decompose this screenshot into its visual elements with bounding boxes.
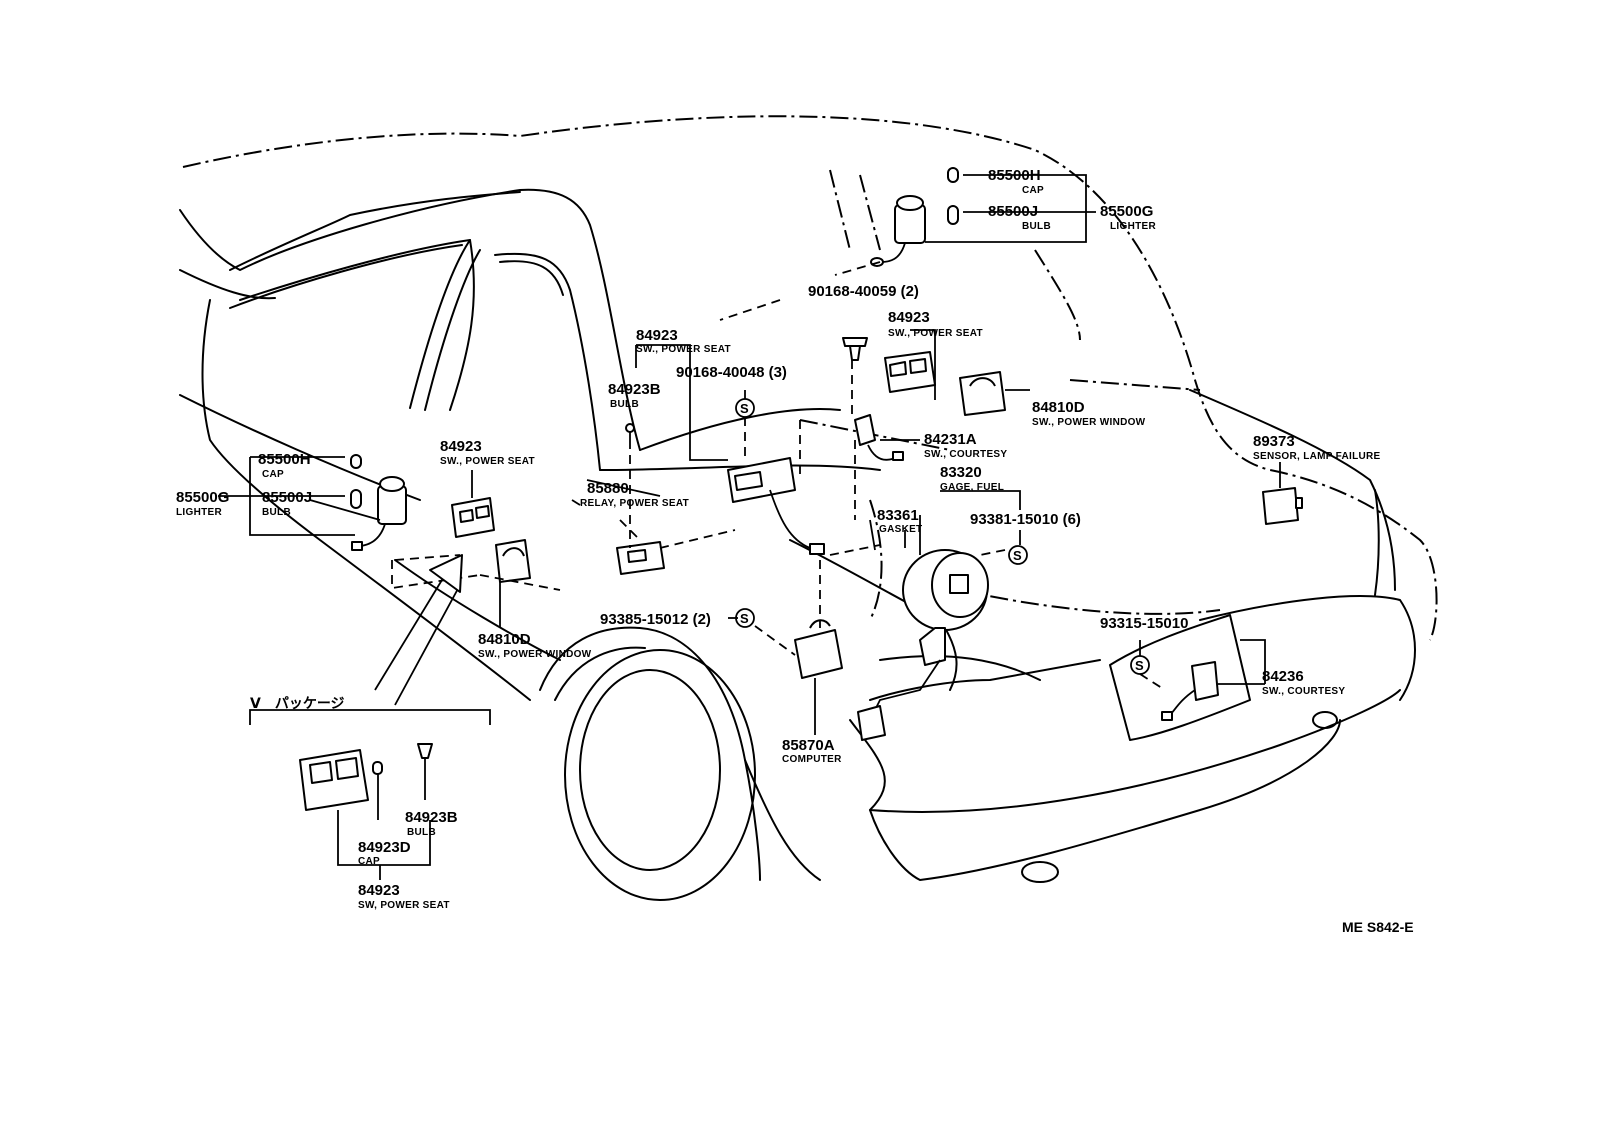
label-85500J-top-name: BULB <box>1022 221 1051 232</box>
fastener-symbol-3: S <box>1013 548 1022 563</box>
label-84923B-pkg-number: 84923B <box>405 809 458 826</box>
label-83320-number: 83320 <box>940 464 982 481</box>
leader-lines <box>218 174 1281 880</box>
label-85500H-top-number: 85500H <box>988 167 1041 184</box>
cap-top <box>947 167 959 183</box>
label-84923D-pkg-name: CAP <box>358 856 380 867</box>
label-84923-mid-name: SW., POWER SEAT <box>636 344 731 355</box>
label-85500J-left-number: 85500J <box>262 489 312 506</box>
label-83361-name: GASKET <box>879 524 922 535</box>
label-84236-number: 84236 <box>1262 668 1304 685</box>
label-85870A-number: 85870A <box>782 737 835 754</box>
label-85500J-left-name: BULB <box>262 507 291 518</box>
label-84231A-number: 84231A <box>924 431 977 448</box>
bulb-84923B-pkg <box>417 743 433 759</box>
part-labels: 85500H CAP 85500J BULB 85500G LIGHTER 90… <box>176 167 1414 935</box>
label-84923-mid-number: 84923 <box>636 327 678 344</box>
label-84923-pkg-name: SW, POWER SEAT <box>358 900 450 911</box>
label-85500G-top-number: 85500G <box>1100 203 1153 220</box>
label-93315-15010: 93315-15010 <box>1100 615 1188 632</box>
fastener-symbol-2: S <box>740 611 749 626</box>
fastener-symbols: S S S S <box>740 401 1144 673</box>
label-85500G-top-name: LIGHTER <box>1110 221 1156 232</box>
label-90168-40048: 90168-40048 (3) <box>676 364 787 381</box>
fastener-symbol-1: S <box>740 401 749 416</box>
bulb-top <box>947 205 959 225</box>
label-84923-rear-number: 84923 <box>888 309 930 326</box>
label-93381-15010: 93381-15010 (6) <box>970 511 1081 528</box>
power-window-switch-front <box>495 539 531 583</box>
label-84810D-front-number: 84810D <box>478 631 531 648</box>
label-84923-pkg-number: 84923 <box>358 882 400 899</box>
lamp-failure-sensor <box>1262 487 1299 525</box>
courtesy-switch-84236 <box>1191 661 1219 701</box>
label-85500G-left-number: 85500G <box>176 489 229 506</box>
label-84810D-front-name: SW., POWER WINDOW <box>478 649 592 660</box>
label-83320-name: GAGE, FUEL <box>940 482 1004 493</box>
label-89373-number: 89373 <box>1253 433 1295 450</box>
car-body-outline <box>179 115 1438 901</box>
label-83361-number: 83361 <box>877 507 919 524</box>
label-84923B-mid-name: BULB <box>610 399 639 410</box>
label-84236-name: SW., COURTESY <box>1262 686 1345 697</box>
label-84810D-rear-number: 84810D <box>1032 399 1085 416</box>
label-84231A-name: SW., COURTESY <box>924 449 1007 460</box>
label-85870A-name: COMPUTER <box>782 754 842 765</box>
label-84923B-pkg-name: BULB <box>407 827 436 838</box>
label-84923-left-number: 84923 <box>440 438 482 455</box>
label-85500G-left-name: LIGHTER <box>176 507 222 518</box>
bulb-84923B-mid <box>625 423 635 433</box>
label-85880-number: 85880 <box>587 480 629 497</box>
screw-90168-40059 <box>849 345 861 361</box>
label-85500H-left-number: 85500H <box>258 451 311 468</box>
label-85500H-left-name: CAP <box>262 469 284 480</box>
label-84810D-rear-name: SW., POWER WINDOW <box>1032 417 1146 428</box>
computer-85870A <box>794 629 843 679</box>
label-89373-name: SENSOR, LAMP FAILURE <box>1253 451 1381 462</box>
power-seat-switch-pkg <box>299 749 369 811</box>
courtesy-switch-84231A <box>854 414 876 446</box>
label-85500H-top-name: CAP <box>1022 185 1044 196</box>
cap-left <box>350 454 362 469</box>
diagram-code: ME S842-E <box>1342 919 1414 935</box>
label-85500J-top-number: 85500J <box>988 203 1038 220</box>
label-84923-left-name: SW., POWER SEAT <box>440 456 535 467</box>
label-90168-40059: 90168-40059 (2) <box>808 283 919 300</box>
part-drawings <box>299 167 1303 811</box>
fastener-symbol-4: S <box>1135 658 1144 673</box>
label-85880-name: RELAY, POWER SEAT <box>580 498 689 509</box>
label-84923-rear-name: SW., POWER SEAT <box>888 328 983 339</box>
label-84923B-mid-number: 84923B <box>608 381 661 398</box>
cap-84923D-pkg <box>372 761 383 775</box>
label-93385-15012: 93385-15012 (2) <box>600 611 711 628</box>
label-84923D-pkg-number: 84923D <box>358 839 411 856</box>
bulb-left <box>350 489 362 509</box>
screw-93381-15010 <box>1008 545 1028 565</box>
package-title: V パッケージ <box>250 696 345 712</box>
